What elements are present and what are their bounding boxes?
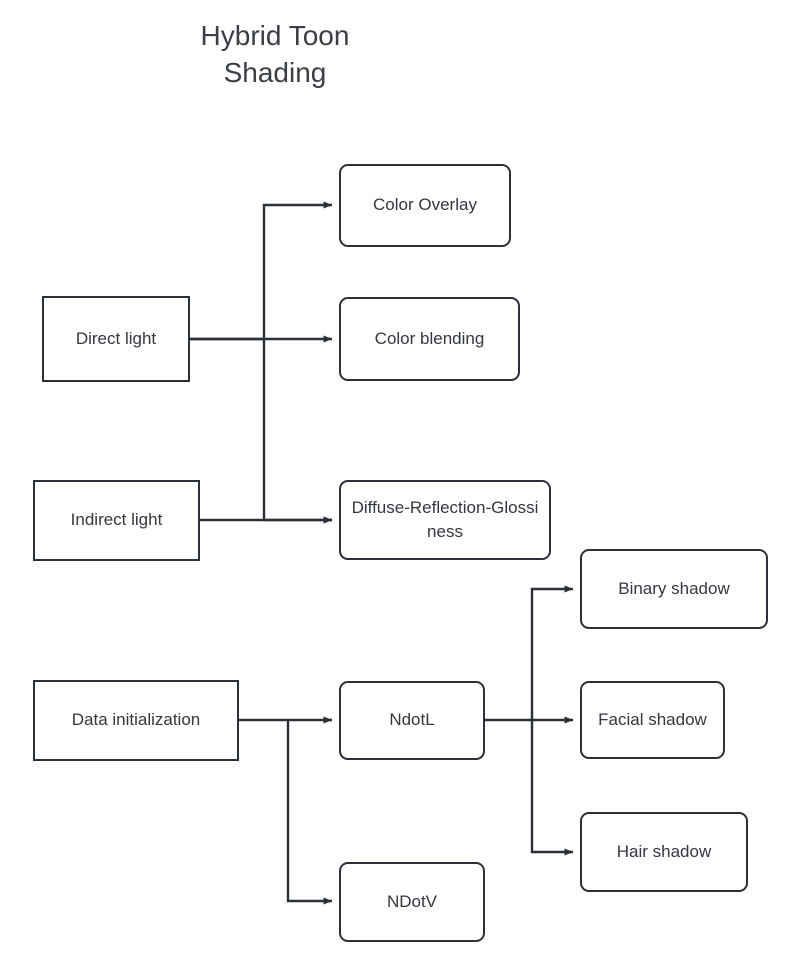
node-ndotv[interactable]: NDotV [339, 862, 485, 942]
node-indirect-light[interactable]: Indirect light [33, 480, 200, 561]
node-label-ndotv: NDotV [386, 891, 438, 911]
node-facial-shadow[interactable]: Facial shadow [580, 681, 725, 759]
node-label-hair-shadow: Hair shadow [616, 841, 712, 861]
node-label-diffuse-gloss: Diffuse-Reflection-Glossiness [351, 497, 539, 541]
edge-data-to-ndotv [286, 720, 333, 905]
node-data-init[interactable]: Data initialization [33, 680, 239, 761]
edge-direct-to-diffuse [262, 339, 333, 524]
node-hair-shadow[interactable]: Hair shadow [580, 812, 748, 892]
node-ndotl[interactable]: NdotL [339, 681, 485, 760]
node-label-binary-shadow: Binary shadow [618, 578, 730, 598]
edge-ndotl-to-binary [530, 585, 574, 720]
node-binary-shadow[interactable]: Binary shadow [580, 549, 768, 629]
page-title: Hybrid Toon Shading [200, 20, 350, 88]
node-label-direct-light: Direct light [75, 328, 157, 348]
node-label-facial-shadow: Facial shadow [598, 709, 707, 729]
node-diffuse-gloss[interactable]: Diffuse-Reflection-Glossiness [339, 480, 551, 560]
node-direct-light[interactable]: Direct light [42, 296, 190, 382]
node-label-color-overlay: Color Overlay [373, 195, 477, 215]
edge-ndotl-to-hair [530, 720, 574, 856]
node-color-overlay[interactable]: Color Overlay [339, 164, 511, 247]
node-label-ndotl: NdotL [389, 710, 435, 730]
node-label-indirect-light: Indirect light [70, 510, 163, 530]
node-label-data-init: Data initialization [71, 710, 201, 730]
node-label-color-blending: Color blending [374, 328, 485, 348]
edge-direct-to-overlay [190, 201, 333, 341]
node-color-blending[interactable]: Color blending [339, 297, 520, 381]
